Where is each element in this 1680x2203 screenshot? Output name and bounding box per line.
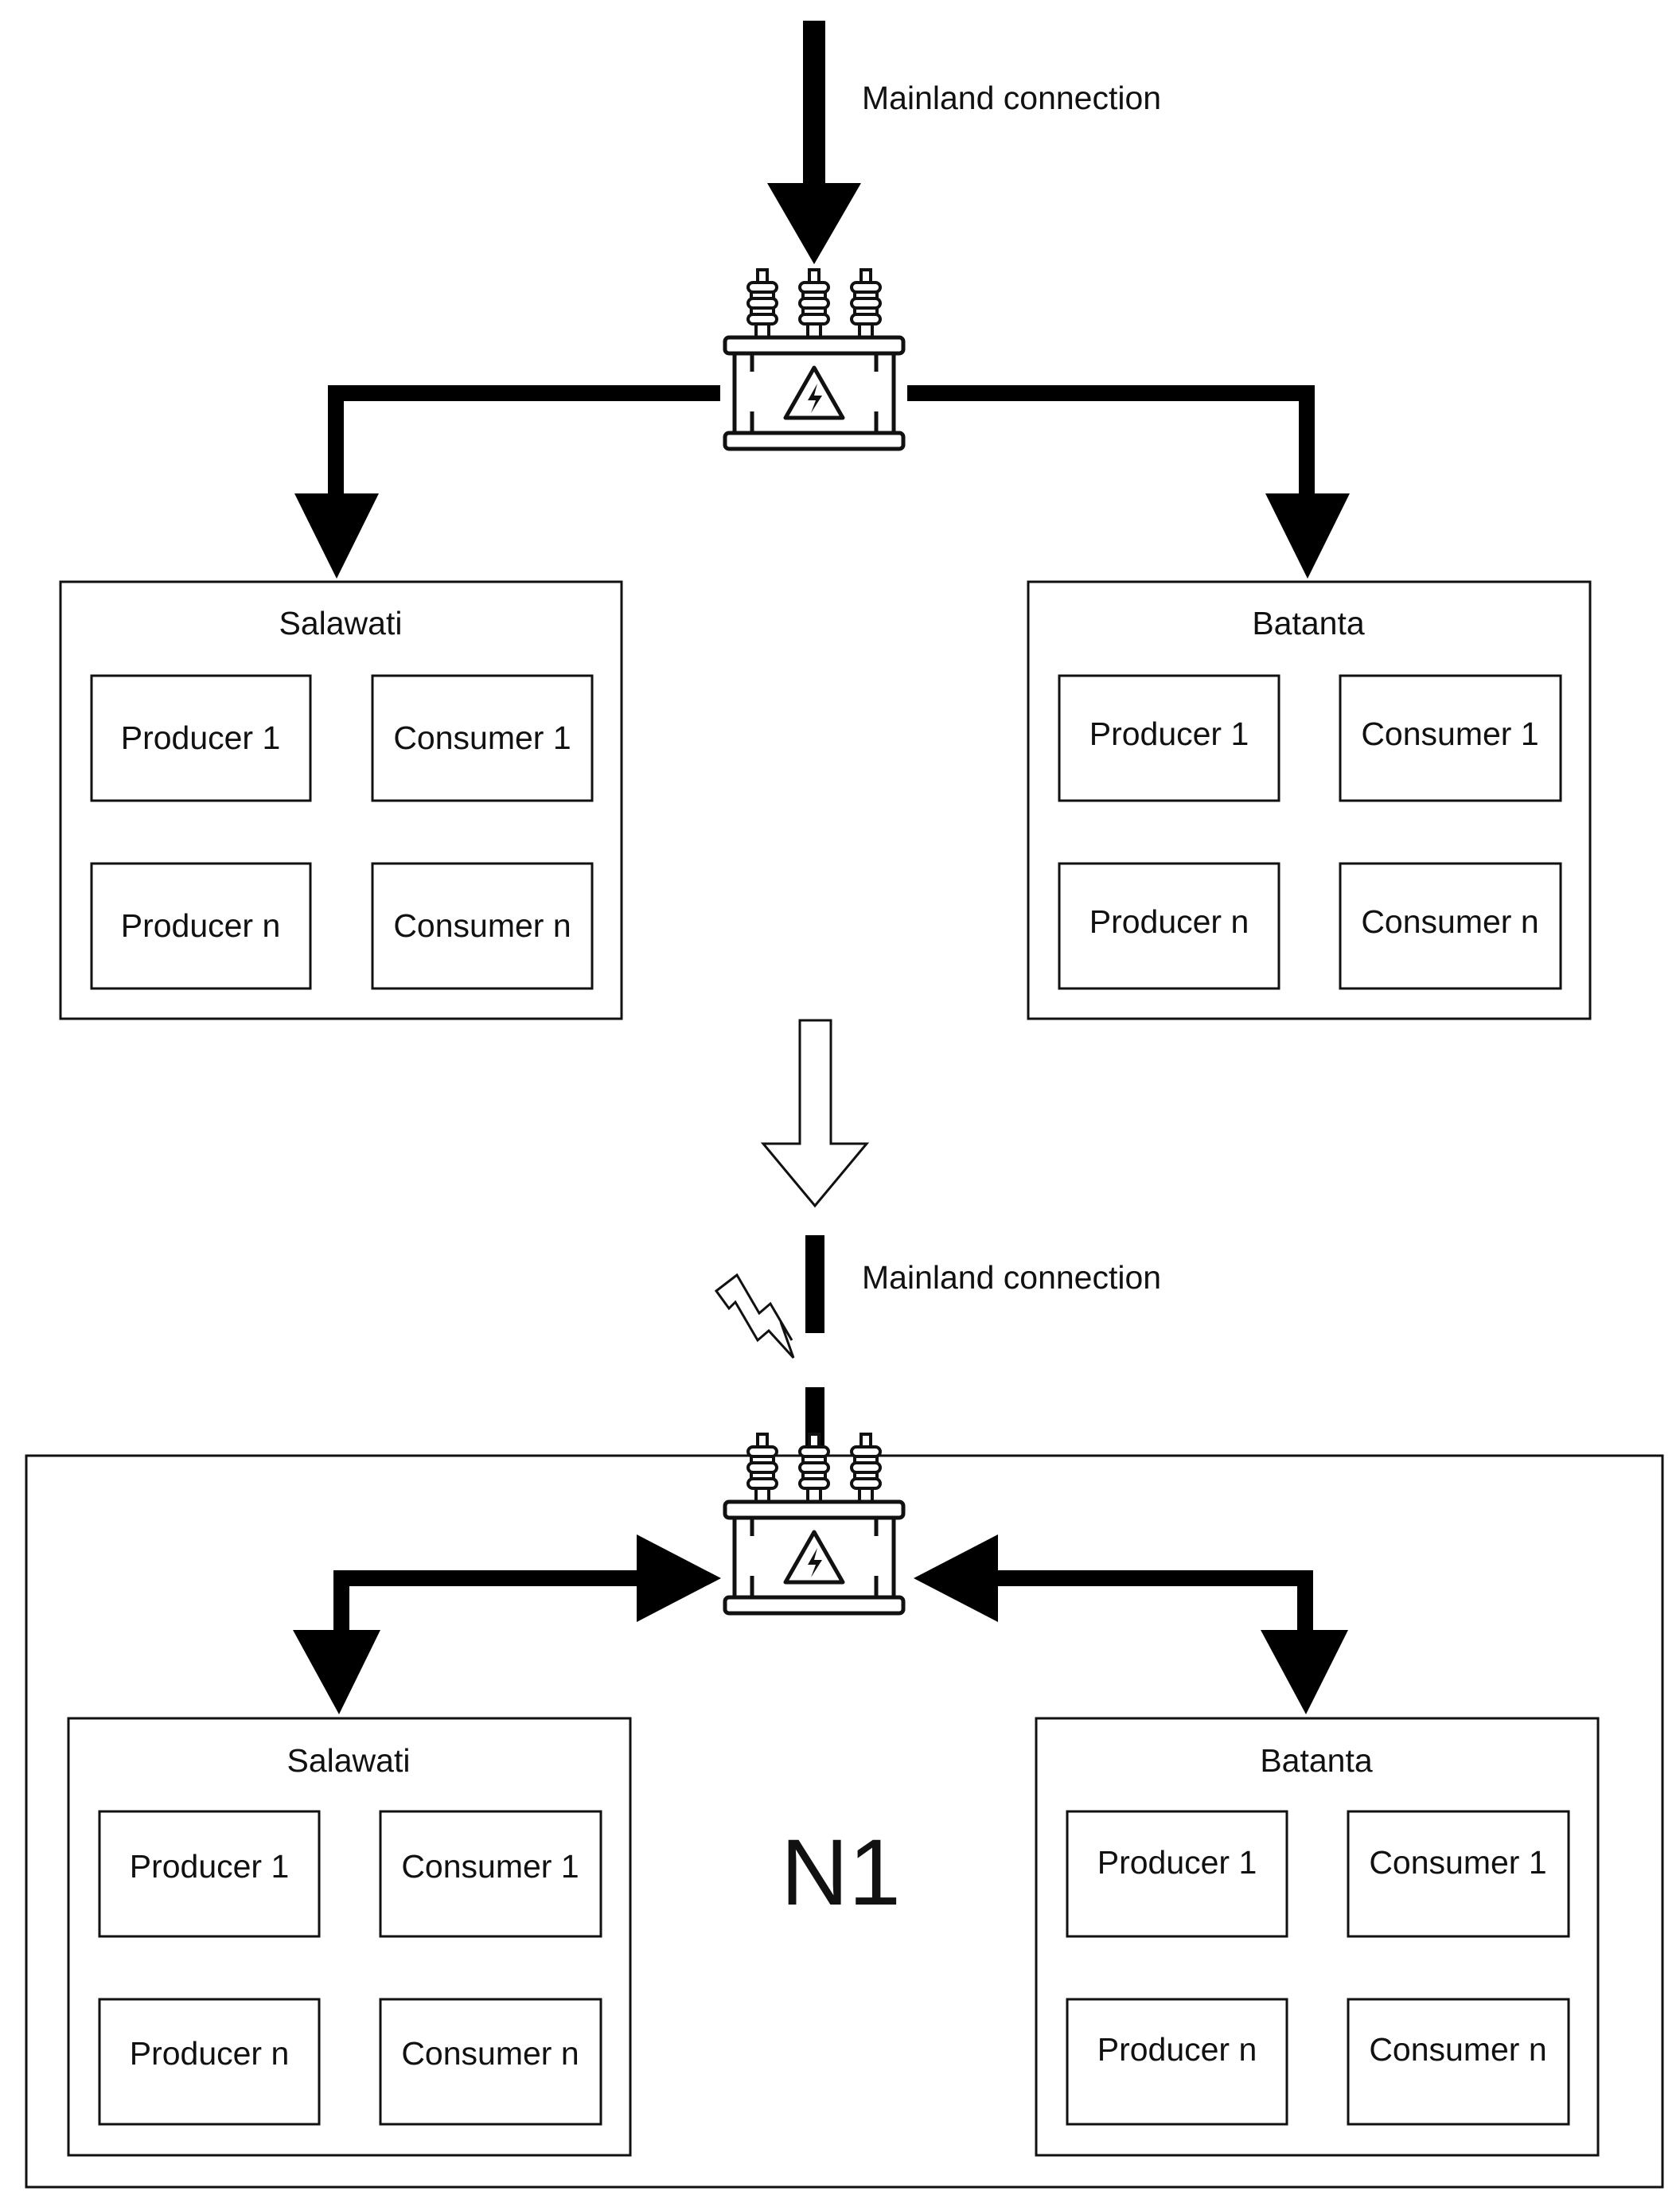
region-title: Salawati <box>287 1742 411 1779</box>
svg-text:Consumer n: Consumer n <box>401 2035 579 2072</box>
svg-text:Consumer n: Consumer n <box>393 907 571 944</box>
region-title: Salawati <box>279 605 403 641</box>
transformer-icon <box>725 270 903 449</box>
svg-text:Producer n: Producer n <box>1097 2031 1257 2068</box>
region-batanta-bottom: Batanta Producer 1 Consumer 1 Producer n… <box>1035 1717 1600 2157</box>
arrowhead-batanta-bottom-down <box>1261 1630 1348 1714</box>
svg-text:Producer n: Producer n <box>121 907 281 944</box>
region-title: Batanta <box>1260 1742 1373 1779</box>
svg-text:Consumer n: Consumer n <box>1369 2031 1546 2068</box>
mainland-label-top: Mainland connection <box>862 80 1161 116</box>
mainland-label-bottom: Mainland connection <box>862 1259 1161 1296</box>
cell-consumer-1: Consumer 1 <box>371 674 594 802</box>
bottom-scenario: N1 Mainland connection Salawati Producer… <box>25 1235 1664 2189</box>
transformer-icon <box>725 1434 903 1613</box>
lightning-fault-icon <box>714 1273 795 1359</box>
cell-producer-1: Producer 1 <box>98 1810 321 1938</box>
cell-consumer-1: Consumer 1 <box>379 1810 602 1938</box>
svg-text:Producer 1: Producer 1 <box>130 1848 290 1885</box>
cell-consumer-1: Consumer 1 <box>1347 1810 1570 1938</box>
svg-text:Producer 1: Producer 1 <box>121 719 281 756</box>
cell-consumer-1: Consumer 1 <box>1339 674 1562 802</box>
transition-arrow-icon <box>760 1019 870 1208</box>
svg-text:Consumer 1: Consumer 1 <box>401 1848 579 1885</box>
flow-to-batanta-top <box>907 385 1315 497</box>
region-batanta-top: Batanta Producer 1 Consumer 1 Producer n… <box>1027 580 1592 1020</box>
cell-producer-n: Producer n <box>1058 862 1280 990</box>
mainland-stub-upper <box>805 1235 824 1333</box>
cell-consumer-n: Consumer n <box>1339 862 1562 990</box>
region-salawati-bottom: Salawati Producer 1 Consumer 1 Producer … <box>67 1717 632 2157</box>
svg-text:Producer n: Producer n <box>130 2035 290 2072</box>
svg-text:Consumer 1: Consumer 1 <box>1369 1844 1546 1881</box>
cell-producer-n: Producer n <box>90 862 312 990</box>
region-salawati-top: Salawati Producer 1 Consumer 1 Producer … <box>59 580 623 1020</box>
arrowhead-salawati-bottom-down <box>293 1630 380 1714</box>
cell-producer-1: Producer 1 <box>1058 674 1280 802</box>
top-scenario: Mainland connection Salawati Producer 1 … <box>59 21 1592 1020</box>
arrowhead-batanta-top <box>1265 493 1350 579</box>
cell-consumer-n: Consumer n <box>371 862 594 990</box>
cell-producer-n: Producer n <box>98 1998 321 2126</box>
arrowhead-salawati-top <box>294 493 379 579</box>
cell-producer-1: Producer 1 <box>1066 1810 1288 1938</box>
arrowhead-batanta-bottom-left <box>914 1534 998 1622</box>
svg-text:Producer 1: Producer 1 <box>1097 1844 1257 1881</box>
mainland-arrowhead-top <box>767 183 861 264</box>
network-label: N1 <box>781 1820 901 1925</box>
cell-producer-1: Producer 1 <box>90 674 312 802</box>
svg-text:Producer n: Producer n <box>1089 903 1249 940</box>
arrowhead-salawati-bottom-right <box>637 1534 721 1622</box>
cell-consumer-n: Consumer n <box>1347 1998 1570 2126</box>
svg-text:Producer 1: Producer 1 <box>1089 715 1249 752</box>
cell-producer-n: Producer n <box>1066 1998 1288 2126</box>
region-title: Batanta <box>1252 605 1365 641</box>
flow-to-salawati-top <box>328 385 720 497</box>
svg-text:Consumer n: Consumer n <box>1361 903 1538 940</box>
svg-text:Consumer 1: Consumer 1 <box>1361 715 1538 752</box>
svg-text:Consumer 1: Consumer 1 <box>393 719 571 756</box>
cell-consumer-n: Consumer n <box>379 1998 602 2126</box>
